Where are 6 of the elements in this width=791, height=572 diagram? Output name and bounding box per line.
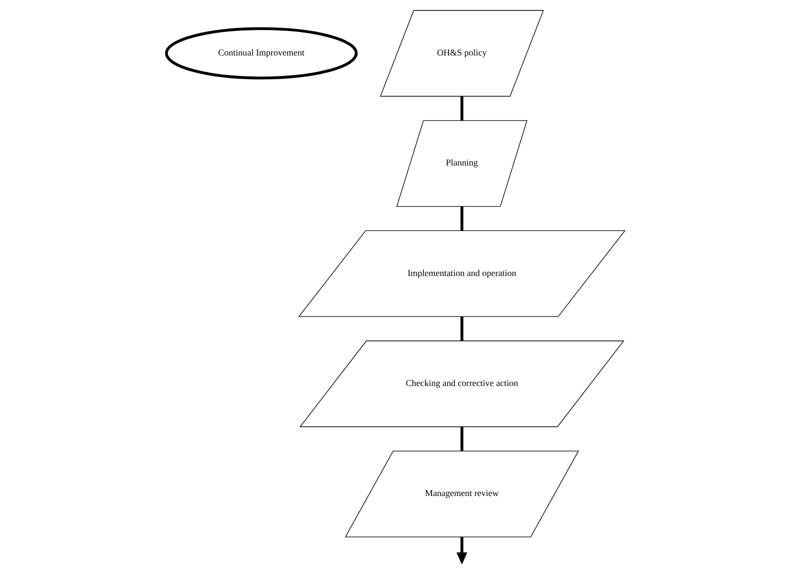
connector (460, 426, 464, 451)
node-ellipse: Continual Improvement (164, 27, 358, 80)
connector (460, 96, 464, 120)
arrow (456, 536, 468, 564)
connector (460, 206, 464, 231)
connector (460, 316, 464, 341)
